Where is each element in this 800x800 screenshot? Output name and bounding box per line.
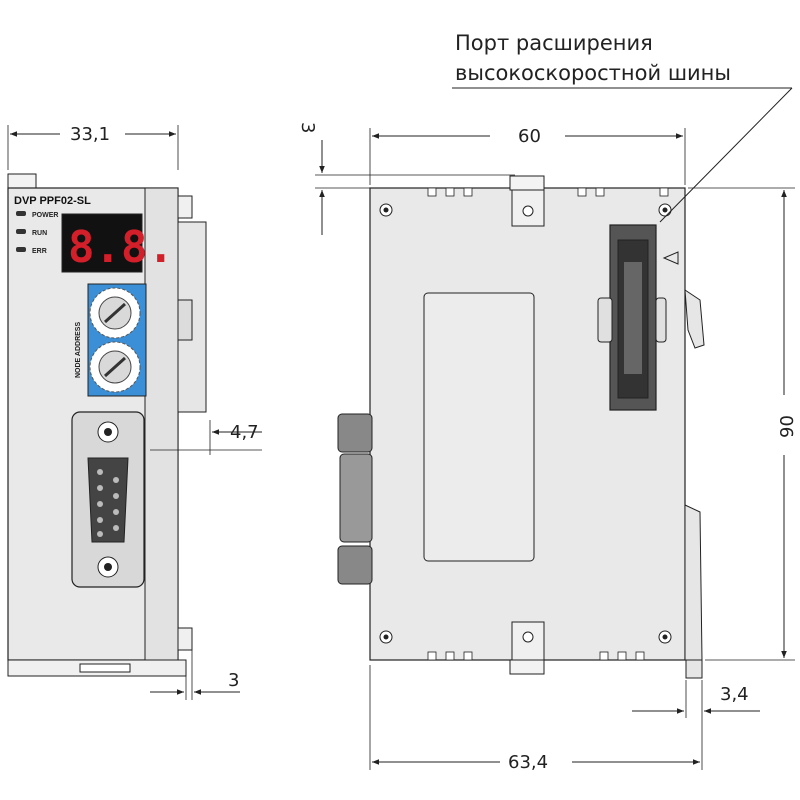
dim-total-width: 63,4	[508, 752, 548, 773]
front-view: DVP PPF02-SL POWER RUN ERR 8.8. NODE ADD…	[7, 124, 262, 700]
dim-top-offset: 3	[297, 122, 318, 133]
dim-side-depth: 4,7	[230, 422, 259, 443]
dim-front-width: 33,1	[70, 124, 110, 145]
label-recess	[423, 292, 535, 562]
seven-segment-display: 8.8.	[61, 213, 174, 273]
dim-body-width: 60	[518, 126, 541, 147]
expansion-port[interactable]	[597, 224, 679, 411]
led-run-label: RUN	[32, 230, 47, 237]
callout-line-2: высокоскоростной шины	[455, 61, 731, 85]
led-group: POWER RUN ERR	[16, 211, 58, 255]
dim-height: 90	[777, 415, 798, 438]
callout-leader	[659, 87, 793, 223]
led-power-label: POWER	[32, 212, 58, 219]
rotary-switch-2[interactable]	[103, 356, 127, 378]
side-connector-profile	[337, 413, 373, 585]
display-readout: 8.8.	[68, 222, 174, 273]
dim-rail-offset: 3,4	[720, 684, 749, 705]
node-address-label: NODE ADDRESS	[75, 322, 82, 378]
callout-line-1: Порт расширения	[455, 31, 653, 55]
led-err-label: ERR	[32, 248, 47, 255]
dim-front-bottom: 3	[228, 670, 239, 691]
rotary-switch-1[interactable]	[103, 302, 127, 324]
db9-connector	[71, 411, 145, 588]
corner-screws	[379, 203, 672, 644]
node-address-switches: NODE ADDRESS	[75, 283, 147, 397]
model-label: DVP PPF02-SL	[14, 195, 91, 207]
side-view: Порт расширения высокоскоростной шины 3 …	[297, 31, 798, 773]
